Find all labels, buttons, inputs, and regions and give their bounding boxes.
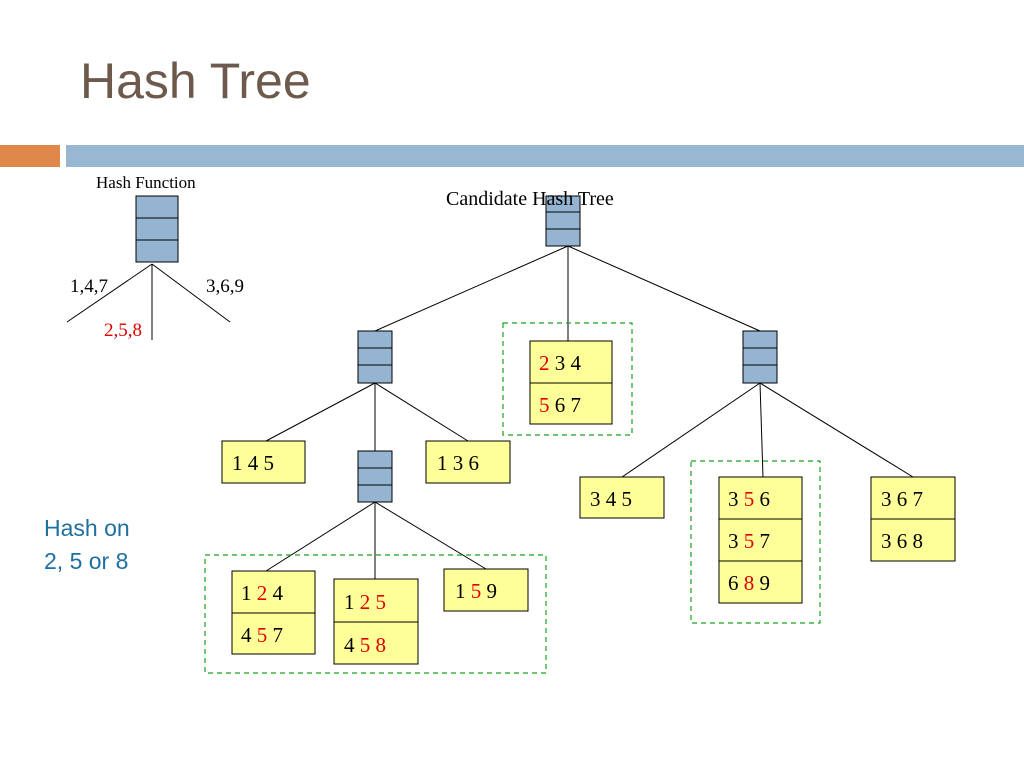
leaf-row-567: 5 6 7 [539,393,581,417]
slide-title: Hash Tree [80,53,311,109]
hash-note: Hash on 2, 5 or 8 [44,512,130,578]
hash-note-line-2: 2, 5 or 8 [44,548,129,574]
leaf-row-145: 1 4 5 [232,451,274,475]
accent-bar-blue [66,145,1024,167]
hash-function-label: Hash Function [96,173,196,192]
leaf-row-356: 3 5 6 [728,487,770,511]
hash-branch-label-369: 3,6,9 [206,276,244,297]
leaf-row-125: 1 2 5 [344,590,386,614]
leaf-136: 1 3 6 [425,440,511,484]
leaf-row-159: 1 5 9 [455,579,497,603]
leaf-row-136: 1 3 6 [437,451,479,475]
lower-internal-node [357,450,393,503]
dashed-group-bottom-left [204,554,547,674]
leaf-345: 3 4 5 [579,476,665,519]
leaf-row-234: 2 3 4 [539,351,582,375]
leaf-row-367: 3 6 7 [881,487,923,511]
hash-function-node [135,195,179,263]
leaf-124-457: 1 2 4 4 5 7 [231,570,316,655]
leaf-356-357-689: 3 5 6 3 5 7 6 8 9 [718,476,803,604]
left-internal-node [357,330,393,384]
leaf-row-124: 1 2 4 [241,581,284,605]
dashed-group-right [690,460,821,624]
hash-branch-right-edge [151,263,231,323]
leaf-367-368: 3 6 7 3 6 8 [870,476,956,562]
right-internal-node [742,330,778,384]
root-node [545,195,581,247]
leaf-145: 1 4 5 [221,440,306,484]
leaf-159: 1 5 9 [443,568,529,612]
tree-edges [265,245,914,579]
leaf-row-368: 3 6 8 [881,529,923,553]
leaf-row-689: 6 8 9 [728,571,770,595]
leaf-row-457: 4 5 7 [241,623,283,647]
candidate-hash-tree-label: Candidate Hash Tree [446,188,614,210]
leaf-row-357: 3 5 7 [728,529,770,553]
hash-note-line-1: Hash on [44,515,130,541]
hash-branch-left-edge [66,263,153,323]
dashed-group-middle [502,322,633,436]
hash-branch-label-258: 2,5,8 [104,320,142,341]
hash-branch-label-147: 1,4,7 [70,276,108,297]
leaf-125-458: 1 2 5 4 5 8 [333,578,419,665]
leaf-row-458: 4 5 8 [344,633,386,657]
accent-bar-orange [0,145,60,167]
leaf-row-345: 3 4 5 [590,487,632,511]
leaf-234-567: 2 3 4 5 6 7 [529,340,613,425]
